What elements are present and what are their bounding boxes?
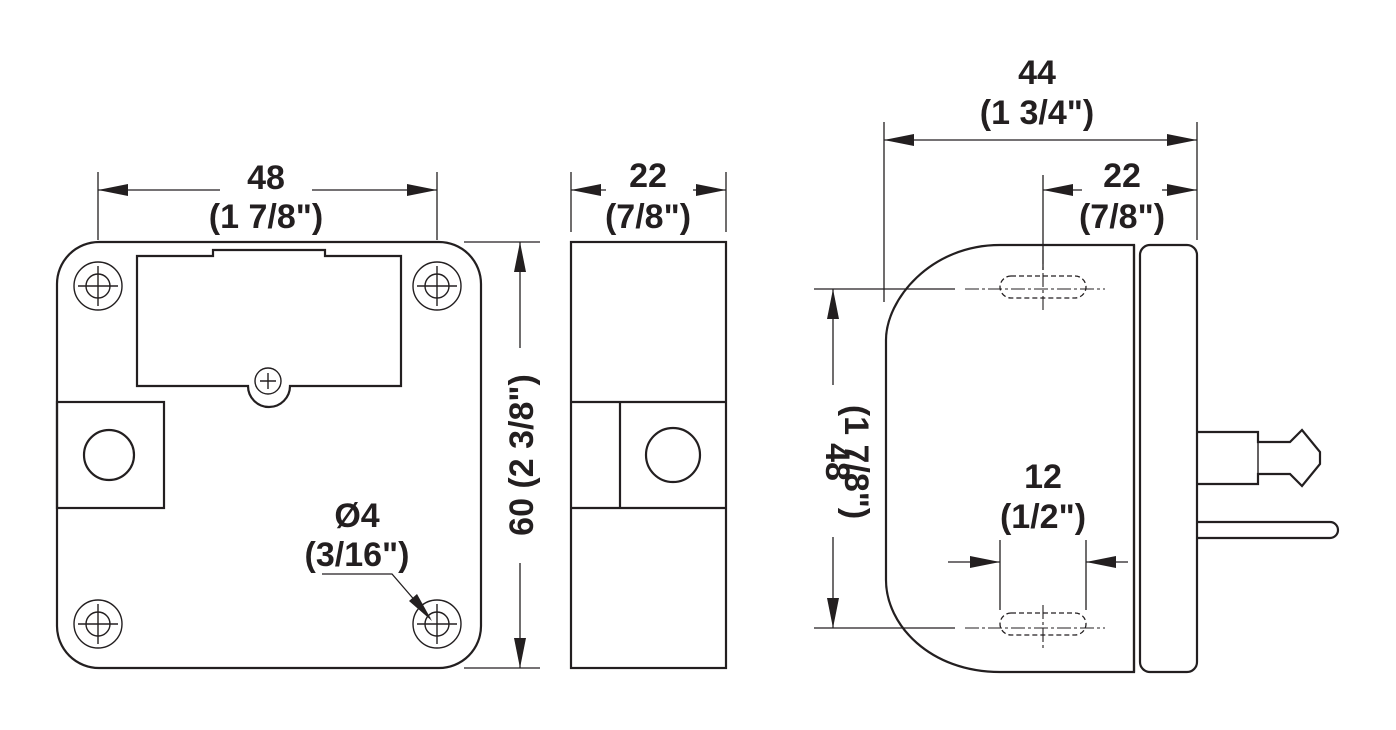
mounting-hole-bottom-left (73, 599, 123, 649)
overall-depth-dimension: 44 (1 3/4") (883, 54, 1198, 302)
latch-bolt (1197, 428, 1322, 488)
mounting-hole-top-left (73, 261, 123, 311)
latch-pin (1197, 520, 1340, 540)
hole-diameter-in: (3/16") (305, 536, 410, 574)
slot-length-mm: 12 (1024, 458, 1062, 496)
side-cylinder-hole (644, 426, 702, 484)
slot-length-dimension: 12 (1/2") (948, 458, 1128, 610)
right-body-outline (884, 243, 1136, 674)
mounting-hole-top-right (412, 261, 462, 311)
side-width-mm: 22 (629, 157, 667, 195)
overall-depth-in: (1 3/4") (980, 94, 1094, 132)
hole-diameter-mm: Ø4 (334, 497, 379, 535)
face-depth-dimension: 22 (7/8") (1042, 157, 1197, 270)
hole-callout: Ø4 (3/16") (305, 497, 432, 621)
slot-spacing-in: (1 7/8") (837, 405, 875, 519)
face-depth-mm: 22 (1103, 157, 1141, 195)
face-plate (1138, 243, 1199, 674)
top-cover-plate (135, 248, 403, 409)
front-width-dimension: 48 (1 7/8") (97, 159, 438, 240)
front-width-in: (1 7/8") (209, 198, 323, 236)
slot-spacing-dimension: 48 (1 7/8") (800, 288, 955, 629)
cover-screw (254, 367, 282, 395)
front-height-label: 60 (2 3/8") (503, 374, 541, 536)
slot-spacing-mm: 48 (818, 443, 856, 481)
cylinder-hole (82, 428, 136, 482)
overall-depth-mm: 44 (1018, 54, 1056, 92)
side-width-dimension: 22 (7/8") (570, 157, 727, 236)
slot-length-in: (1/2") (1000, 498, 1086, 536)
mounting-slot-top (965, 250, 1105, 312)
mounting-hole-bottom-right (412, 599, 462, 649)
mounting-slot-bottom (965, 605, 1105, 648)
side-view: 22 (7/8") (569, 157, 728, 670)
front-height-dimension: 60 (2 3/8") (464, 241, 541, 669)
front-width-mm: 48 (247, 159, 285, 197)
right-view: 44 (1 3/4") 22 (7/8") 48 (1 7/8") (800, 54, 1340, 674)
front-view: 48 (1 7/8") 60 (2 3/8") Ø4 (3/16") (55, 159, 541, 670)
face-depth-in: (7/8") (1079, 198, 1165, 236)
side-width-in: (7/8") (605, 198, 691, 236)
side-body-outline (569, 240, 728, 670)
cover-screw-cross (260, 373, 276, 389)
cylinder-block (55, 400, 166, 510)
